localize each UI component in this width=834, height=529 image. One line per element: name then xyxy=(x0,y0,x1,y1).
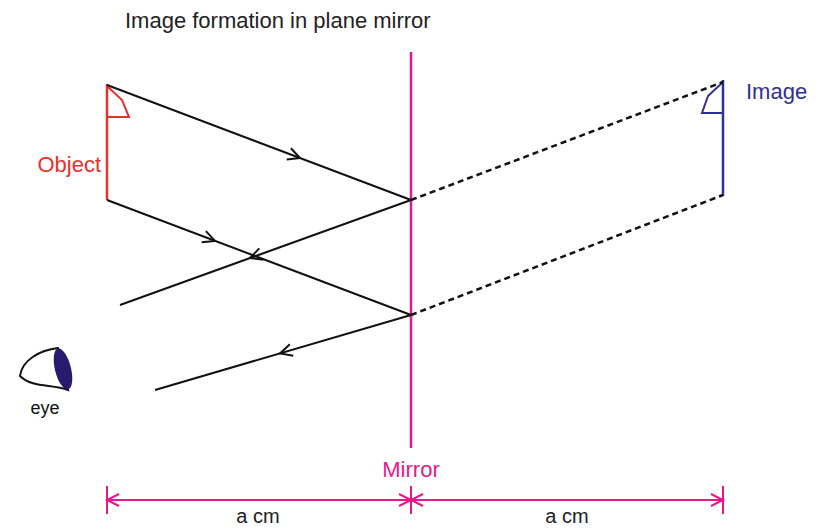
eye-lens xyxy=(50,347,76,392)
incident-ray xyxy=(107,200,411,315)
diagram-title: Image formation in plane mirror xyxy=(125,8,431,33)
dimension-arrowhead xyxy=(411,494,423,506)
image-line xyxy=(722,80,725,196)
dimension-label: a cm xyxy=(545,505,588,528)
dimension-label: a cm xyxy=(236,505,279,528)
reflected-ray xyxy=(155,315,411,390)
virtual-ray xyxy=(411,195,723,315)
object-line xyxy=(106,84,109,200)
reflected-ray xyxy=(120,200,411,305)
eye-label: eye xyxy=(30,398,59,419)
dimension-arrowhead xyxy=(711,494,723,506)
ray-arrowhead xyxy=(287,148,300,159)
mirror-line xyxy=(410,52,413,448)
virtual-ray xyxy=(411,82,723,200)
incident-ray xyxy=(107,85,411,200)
dimension-arrowhead xyxy=(107,494,119,506)
object-flag xyxy=(107,86,129,117)
image-label: Image xyxy=(746,79,807,104)
ray-arrowhead xyxy=(250,248,263,259)
ray-arrowhead xyxy=(280,344,293,356)
dimension-line xyxy=(107,499,723,501)
object-label: Object xyxy=(37,152,101,177)
ray-arrowhead xyxy=(202,231,215,242)
mirror-label: Mirror xyxy=(382,457,439,482)
